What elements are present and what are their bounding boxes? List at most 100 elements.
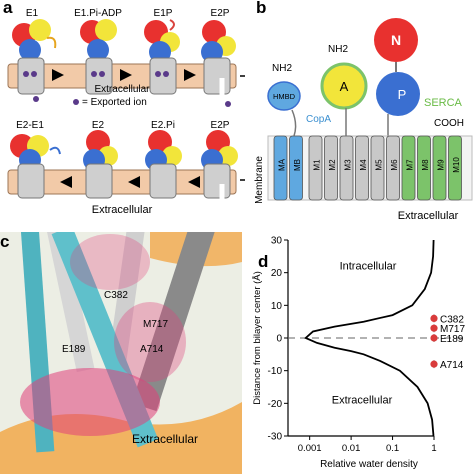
state-label-e2: E2 xyxy=(92,120,105,131)
panel-c-letter: c xyxy=(0,232,10,251)
helix-m2 xyxy=(324,135,338,201)
protein-e2p-top xyxy=(201,20,236,107)
d-ytick-label: -20 xyxy=(268,399,283,410)
protein-e1 xyxy=(12,19,57,102)
exported-ion-legend: = Exported ion xyxy=(82,97,147,108)
protein-e2p-bottom xyxy=(201,130,238,200)
helix-m5 xyxy=(370,135,385,201)
d-point-label-a714: A714 xyxy=(440,360,464,371)
hmbd-domain xyxy=(267,81,301,111)
cooh-label: COOH xyxy=(434,118,464,129)
protein-e2-e1 xyxy=(10,134,61,199)
helix-label-m5: M5 xyxy=(375,159,384,171)
state-label-e1pi-adp: E1.Pi-ADP xyxy=(74,8,122,19)
helix-m7 xyxy=(401,135,416,201)
helix-label-mb: MB xyxy=(293,159,302,171)
d-point-label-e189: E189 xyxy=(440,334,464,345)
bottom-extracellular-label: Extracellular xyxy=(92,204,153,216)
helix-label-m4: M4 xyxy=(359,159,368,171)
c382-label: C382 xyxy=(104,290,128,301)
d-point-a714 xyxy=(430,360,438,368)
d-point-label-m717: M717 xyxy=(440,324,465,335)
helix-label-m8: M8 xyxy=(421,159,430,171)
membrane-helices: MA MB M1 M2 M3 M4 M5 M6 M7 M8 M9 M10 xyxy=(267,135,473,201)
n-domain-label: N xyxy=(391,32,401,48)
d-ytick-label: 0 xyxy=(276,334,282,345)
top-extracellular-label: Extracellular xyxy=(94,84,150,95)
panel-b-letter: b xyxy=(256,0,267,17)
helix-m1 xyxy=(308,135,323,201)
helix-label-m1: M1 xyxy=(313,159,322,171)
helix-label-m9: M9 xyxy=(437,159,446,171)
a714-label: A714 xyxy=(140,344,164,355)
nh2-mid-label: NH2 xyxy=(328,44,348,55)
panel-c-structure-image: c C382 M717 E189 A714 Extracellular xyxy=(0,232,242,474)
panel-c-extracellular-label: Extracellular xyxy=(132,432,199,446)
d-point-m717 xyxy=(430,324,438,332)
protein-e2 xyxy=(83,130,118,199)
helix-label-m6: M6 xyxy=(390,159,399,171)
helix-m8 xyxy=(417,135,431,201)
helix-m9 xyxy=(432,135,447,201)
helix-m3 xyxy=(339,135,354,201)
d-xtick-label: 0.1 xyxy=(386,443,399,454)
helix-m4 xyxy=(355,135,369,201)
panel-c-render xyxy=(0,232,242,474)
a-domain xyxy=(320,62,368,110)
d-water-density-curve xyxy=(304,239,435,437)
d-ytick-label: -30 xyxy=(268,432,283,443)
p-domain-label: P xyxy=(398,87,407,102)
helix-m10 xyxy=(448,135,462,201)
state-label-e2pi: E2.Pi xyxy=(151,120,175,131)
water-density-plot: 30 20 10 0 -10 -20 -30 0.001 0.01 0.1 1 C382M717E18… xyxy=(268,236,466,455)
helix-label-ma: MA xyxy=(278,158,287,171)
helix-mb xyxy=(289,135,303,201)
exported-ion-legend-dot xyxy=(73,99,79,105)
d-xlabel: Relative water density xyxy=(320,459,418,470)
state-label-e2p-top: E2P xyxy=(211,8,230,19)
nh2-left-label: NH2 xyxy=(272,63,292,74)
d-annotation-extracellular: Extracellular xyxy=(332,394,393,406)
d-ytick-label: 10 xyxy=(271,301,283,312)
d-xtick-label: 1 xyxy=(431,443,436,454)
cycle-connector xyxy=(240,75,245,181)
m717-label: M717 xyxy=(143,319,169,330)
d-point-c382 xyxy=(430,314,438,322)
d-xtick-label: 0.01 xyxy=(342,443,361,454)
state-label-e1p: E1P xyxy=(154,8,173,19)
a-domain-label: A xyxy=(340,79,349,94)
helix-label-m10: M10 xyxy=(452,157,461,173)
panel-a-letter: a xyxy=(3,0,13,17)
d-xtick-label: 0.001 xyxy=(298,443,322,454)
serca-label: SERCA xyxy=(424,97,463,109)
helix-label-m3: M3 xyxy=(344,159,353,171)
d-ytick-label: 30 xyxy=(271,236,283,247)
protein-e1pi-adp xyxy=(80,19,117,95)
copa-label: CopA xyxy=(306,114,331,125)
panel-b-extracellular-label: Extracellular xyxy=(398,210,459,222)
protein-e2pi xyxy=(145,130,182,199)
d-ytick-label: 20 xyxy=(271,268,283,279)
e189-label: E189 xyxy=(62,344,86,355)
d-annotation-intracellular: Intracellular xyxy=(340,260,397,272)
n-domain xyxy=(374,18,418,62)
d-point-e189 xyxy=(430,334,438,342)
d-point-label-c382: C382 xyxy=(440,314,464,325)
state-label-e1: E1 xyxy=(26,8,39,19)
state-label-e2p-bottom: E2P xyxy=(211,120,230,131)
panel-d-letter: d xyxy=(258,252,269,271)
panel-d-chart: 30 20 10 0 -10 -20 -30 0.001 0.01 0.1 1 C382M717E18… xyxy=(252,236,466,471)
helix-label-m7: M7 xyxy=(406,159,415,171)
d-ytick-label: -10 xyxy=(268,366,283,377)
membrane-label: Membrane xyxy=(254,156,265,204)
d-ylabel: Distance from bilayer center (Å) xyxy=(252,271,263,405)
helix-label-m2: M2 xyxy=(328,159,337,171)
hmbd-label: HMBD xyxy=(273,92,296,101)
state-label-e2-e1: E2-E1 xyxy=(16,120,44,131)
protein-e1p xyxy=(144,19,180,95)
p-domain xyxy=(376,72,420,116)
helix-ma xyxy=(273,135,288,201)
panel-a-cycle-diagram: E1 E1.Pi-ADP E1P E2P xyxy=(7,8,245,216)
helix-m6 xyxy=(386,135,400,201)
